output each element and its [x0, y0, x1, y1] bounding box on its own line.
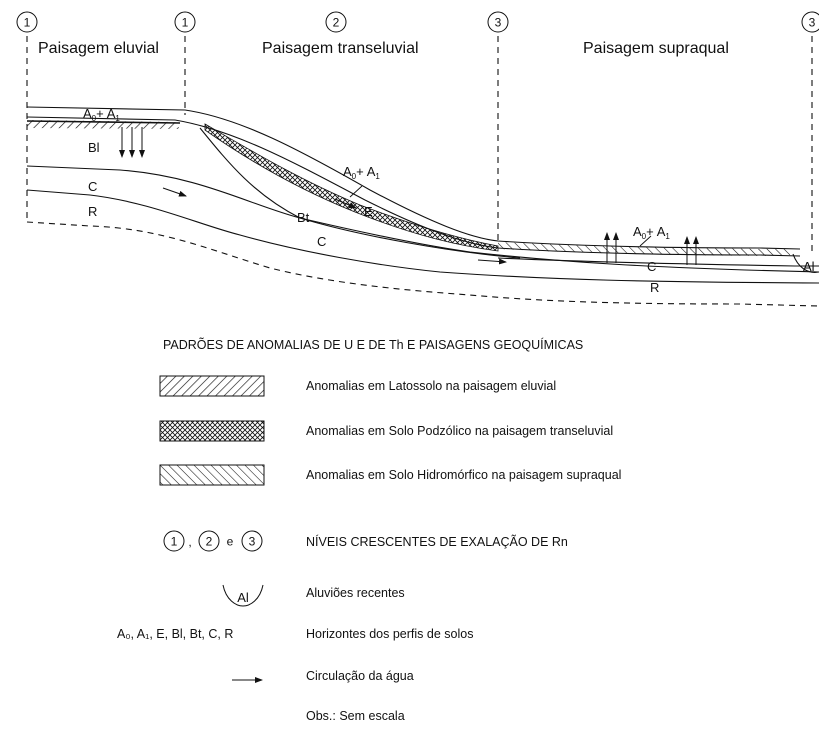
level-label: 1	[182, 16, 189, 30]
landscape-transeluvial-title: Paisagem transeluvial	[262, 40, 419, 57]
alluvium-bowl	[792, 253, 819, 273]
legend-obs: Obs.: Sem escala	[306, 709, 405, 723]
legend-hidromorfico-text: Anomalias em Solo Hidromórfico na paisag…	[306, 468, 621, 482]
horizon-r-eluvial: R	[88, 204, 97, 219]
legend-level-2: 2	[206, 535, 213, 549]
bt-lower-boundary	[299, 217, 521, 259]
ground-surface	[26, 106, 801, 250]
level-circle	[174, 11, 196, 33]
horizon-c-transeluvial: C	[317, 234, 326, 249]
horizon-e: E	[364, 204, 373, 219]
legend-podzolico-text: Anomalias em Solo Podzólico na paisagem …	[306, 424, 613, 438]
legend-level-and: e	[227, 535, 234, 549]
cross-section	[26, 36, 819, 307]
level-label: 3	[495, 16, 502, 30]
horizon-r-supraqual: R	[650, 280, 659, 295]
horizon-c-eluvial: C	[88, 179, 97, 194]
landscape-eluvial-title: Paisagem eluvial	[38, 40, 159, 57]
legend-horizons-text: Horizontes dos perfis de solos	[306, 627, 473, 641]
a-horizon-base	[26, 116, 801, 257]
legend-title: PADRÕES DE ANOMALIAS DE U E DE Th E PAIS…	[163, 337, 583, 352]
level-circle	[198, 530, 220, 552]
legend-alluvium-symbol	[222, 584, 264, 607]
c-base	[26, 189, 819, 284]
level-circle	[163, 530, 185, 552]
level-circle	[325, 11, 347, 33]
level-circle	[241, 530, 263, 552]
legend-swatch-hidromorfico	[159, 464, 265, 486]
legend-horizons-sym: A₀, A₁, E, Bl, Bt, C, R	[117, 627, 233, 641]
level-markers	[16, 11, 819, 33]
horizon-c-supraqual: C	[647, 259, 656, 274]
legend-level-sep: ,	[188, 535, 191, 549]
level-label: 3	[809, 16, 816, 30]
legend-level-symbols	[163, 530, 263, 552]
legend-swatch-latossolo	[159, 375, 265, 397]
landscape-supraqual-title: Paisagem supraqual	[583, 40, 729, 57]
bl-base	[26, 165, 819, 273]
horizon-a0-a1-eluvial: A0+A1	[83, 106, 120, 123]
supraqual-c-line	[497, 257, 819, 267]
legend-level-3: 3	[249, 535, 256, 549]
water-arrow	[334, 198, 357, 209]
horizon-bt: Bt	[297, 210, 310, 225]
bedrock-dashed-line	[26, 221, 819, 307]
legend-latossolo-text: Anomalias em Latossolo na paisagem eluvi…	[306, 379, 556, 393]
podzolico-anomaly-band	[204, 123, 499, 252]
horizon-a0-a1-supraqual: A0+A1	[633, 224, 670, 241]
water-arrow	[477, 258, 507, 265]
legend-levels-text: NÍVEIS CRESCENTES DE EXALAÇÃO DE Rn	[306, 534, 568, 549]
level-circle	[16, 11, 38, 33]
hidromorfico-anomaly-band	[498, 242, 790, 256]
legend-alluvium-sym-text: Al	[237, 590, 249, 605]
horizon-a0-a1-transeluvial: A0+A1	[343, 164, 380, 181]
bt-left-boundary	[199, 127, 301, 219]
landscape-boundaries	[26, 36, 819, 307]
horizon-al-section: Al	[803, 259, 815, 274]
water-arrows-section	[119, 127, 699, 265]
level-label: 2	[333, 16, 340, 30]
water-arrow	[162, 187, 187, 197]
level-label: 1	[24, 16, 31, 30]
legend-level-1: 1	[171, 535, 178, 549]
legend-water-text: Circulação da água	[306, 669, 414, 683]
legend-swatch-podzolico	[159, 420, 265, 442]
level-circle	[487, 11, 509, 33]
level-circle	[801, 11, 819, 33]
legend-alluvium-text: Aluviões recentes	[306, 586, 405, 600]
horizon-bl: Bl	[88, 140, 100, 155]
